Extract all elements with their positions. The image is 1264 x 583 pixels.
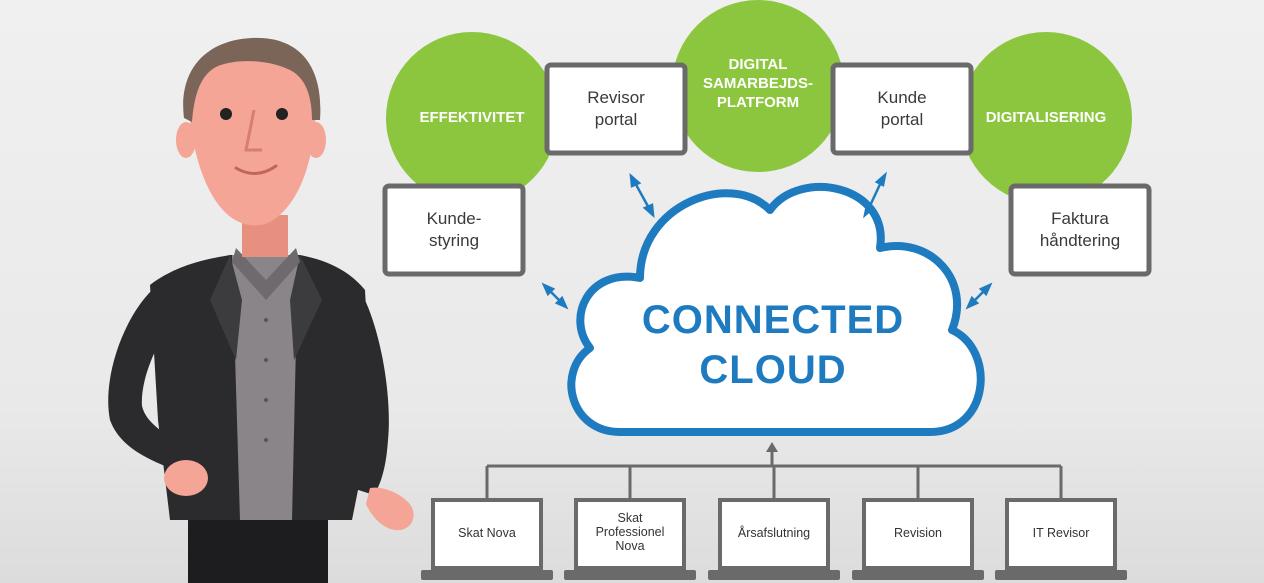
shirt-button xyxy=(264,398,268,402)
screen-label-revisor-portal: Revisor portal xyxy=(587,88,645,129)
presenter-lapel-left xyxy=(210,255,242,360)
presenter-nose xyxy=(244,109,262,152)
presenter-character xyxy=(108,37,414,583)
presenter-legs xyxy=(188,520,328,583)
screen-kunde-portal xyxy=(830,62,974,156)
presenter-mouth xyxy=(234,164,278,175)
arrow-kunde-cloud xyxy=(863,171,887,219)
laptop-label: Årsafslutning xyxy=(737,526,811,540)
circle-label-digital-platform: DIGITAL SAMARBEJDS- PLATFORM xyxy=(702,56,813,111)
laptop-label: Skat Nova xyxy=(458,526,516,540)
arrow-faktura-cloud xyxy=(965,282,993,310)
screen-revisor-portal xyxy=(544,62,688,156)
presenter-head xyxy=(188,43,317,226)
presenter-hair xyxy=(183,37,321,123)
laptop-label: IT Revisor xyxy=(1032,526,1090,540)
presenter-collar xyxy=(232,248,300,300)
cloud-label-line2: CLOUD xyxy=(699,348,847,392)
laptop-aarsafslutning xyxy=(708,498,840,580)
presenter-hand-right xyxy=(366,487,414,531)
presenter-hand-left xyxy=(164,460,208,496)
presenter-eye-left xyxy=(220,108,232,120)
tree-connector xyxy=(485,448,1063,498)
laptop-revision xyxy=(852,498,984,580)
shirt-button xyxy=(264,438,268,442)
cloud-label-line1: CONNECTED xyxy=(641,298,905,342)
arrow-kundestyring-cloud xyxy=(541,282,569,310)
screen-faktura xyxy=(1008,183,1152,277)
shirt-button xyxy=(264,318,268,322)
presenter-ear-right xyxy=(306,122,326,158)
presenter-ear-left xyxy=(176,122,196,158)
presenter-right-arm xyxy=(342,290,389,495)
laptop-label: Revision xyxy=(894,526,942,540)
laptop-label: Skat Professionel Nova xyxy=(595,511,665,553)
screen-label-faktura: Faktura håndtering xyxy=(1039,209,1121,250)
circle-label-digitalisering: DIGITALISERING xyxy=(985,109,1107,126)
circle-label-effektivitet: EFFEKTIVITET xyxy=(419,109,525,126)
screen-kundestyring xyxy=(382,183,526,277)
laptop-it-revisor xyxy=(995,498,1127,580)
screen-label-kunde-portal: Kunde portal xyxy=(877,88,927,129)
presenter-eye-right xyxy=(276,108,288,120)
shirt-button xyxy=(264,358,268,362)
circle-effektivitet xyxy=(386,32,558,204)
presenter-lapel-right xyxy=(290,255,322,360)
screen-label-kundestyring: Kunde- styring xyxy=(426,209,482,250)
connected-cloud xyxy=(567,183,985,436)
presenter-left-arm xyxy=(108,290,188,470)
laptop-skat-nova xyxy=(421,498,553,580)
tree-arrow-head xyxy=(766,442,778,452)
arrow-revisor-cloud xyxy=(629,172,655,219)
circle-digitalisering xyxy=(960,32,1132,204)
circle-digital-platform xyxy=(672,0,844,172)
presenter-shirt xyxy=(232,255,298,520)
laptop-skat-professionel-nova xyxy=(564,498,696,580)
